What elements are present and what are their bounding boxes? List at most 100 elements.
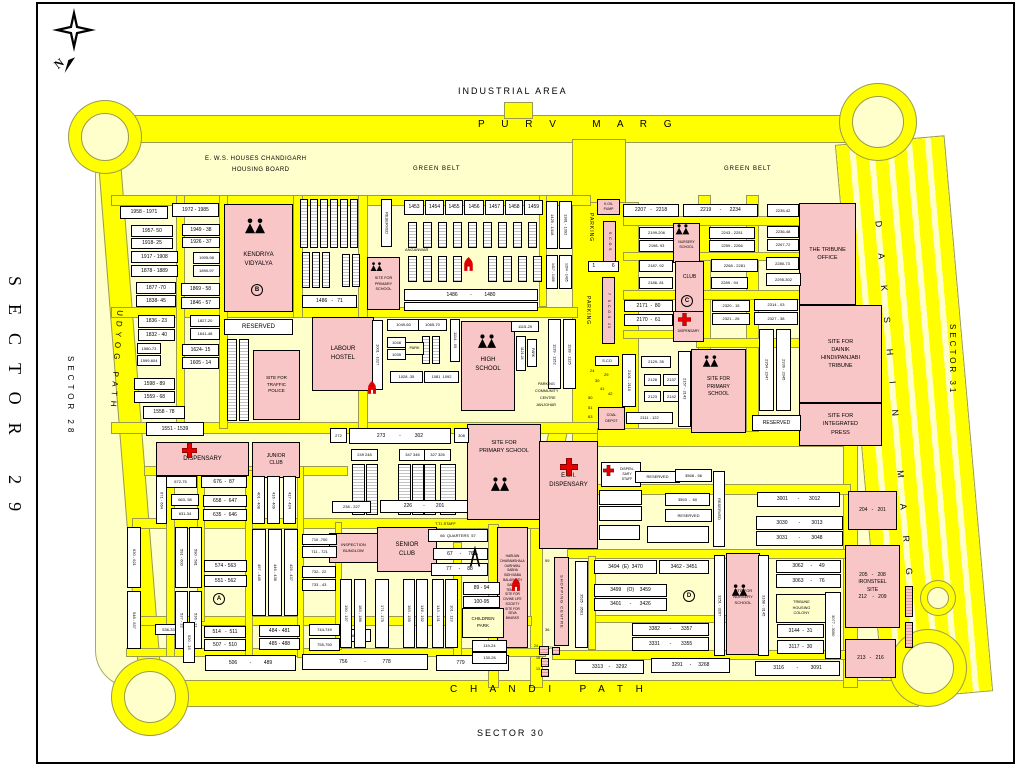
bay-strip [539,646,549,655]
plot-box: 3030 - 3013 [756,516,843,530]
site-label: SITE FOR [505,592,520,597]
bay-strip [905,622,913,648]
plot-box: RESERVED [224,319,293,335]
plot-box: S.CO [595,356,619,366]
map-label: PARKING [584,296,591,326]
plot-box: 1599-604 [137,355,161,366]
site-label: BHARATI [505,616,520,621]
map-label: GREEN BELT [413,166,461,172]
plot-box-vertical: 520 - 15 [183,622,195,663]
plot-box-vertical: 590 - 581 [189,527,202,588]
plot-box: 732- 22 [302,566,336,578]
plot-box: 249 248 [351,449,378,461]
plot-box: 1039 [387,349,406,360]
house-strip [468,222,477,248]
road-segment [699,196,710,431]
house-strip [528,222,537,248]
bay-strip [552,647,560,655]
plot-box: 3382 - 3357 [632,623,709,636]
plot-box: 1890-97 [193,265,220,277]
house-strip [453,222,462,248]
house-strip [300,199,308,248]
plot-box-vertical: 2354 - 2347 [759,329,774,411]
site-label: STAFF [621,477,633,482]
plot-box-vertical: 146 - 152 [416,579,428,648]
map-label: 51 [588,405,593,410]
road-segment [168,681,918,706]
road-segment [95,116,887,142]
plot-box: 2243 - 2251 [709,227,755,239]
plot-box: 2267-72 [767,239,799,251]
site-label: TRIBUNE [793,599,810,604]
plot-box-vertical: 401 - 408 [252,476,265,524]
plot-box-vertical: 183 - 186 [354,579,366,648]
empty-plot-box [599,490,642,505]
school-icon [244,218,266,235]
road-segment [558,485,850,494]
site-label: E.S.I. [561,473,576,479]
site-label: GARHWAL [504,563,521,568]
house-strip [312,252,320,288]
derrick-icon [468,545,482,567]
temple-icon [462,257,475,272]
plot-box: 676 - 87 [201,476,247,488]
site-label: DIVINE LIFE [503,597,522,602]
school-icon [370,262,383,272]
plot-box: 2236-48 [767,226,799,238]
circled-letter-c: C [681,295,693,307]
plot-box: 327 326 [424,449,451,461]
plot-box-vertical: 1121-24 [516,336,526,371]
plot-box: 485 - 488 [259,638,300,650]
site-label: SITE FOR [827,413,854,420]
plot-box: RESERVED [635,471,680,483]
house-strip [498,222,507,248]
road-segment [624,253,800,260]
house-strip [352,254,360,287]
plot-box-vertical: 425 - 437 [284,529,298,616]
plot-box: 2170 - 61 [624,314,673,326]
plot-box: 733 - 43 [302,579,336,591]
plot-box: 2289 - 94 [711,277,748,289]
site-label: CLUB [269,460,283,466]
house-strip [423,222,432,248]
plot-box-vertical: 3251 - 3267 [714,555,725,656]
map-label: 36 [545,627,550,632]
plot-box: 1869 - 58 [181,283,220,296]
site-label: BUNGLOW [343,548,364,553]
plot-box: 1949 - 38 [182,224,220,236]
roundabout-center [927,587,949,609]
site-label: SCHOOL [475,366,501,372]
house-strip [322,252,330,288]
plot-box: 507 - 510 [204,639,246,651]
road-segment [624,291,800,299]
site-label: CLUB [398,550,415,557]
site-label: 204 - 201 [859,506,886,513]
plot-box: 1454 [425,200,444,215]
house-strip [438,256,447,282]
plot-box-vertical: 3525 - 3501 [575,561,588,648]
plot-box-vertical: 2157 - 2143 [678,351,691,427]
site-213-216: 213 - 216 [845,639,896,678]
plot-box-vertical: 171 - 175 [375,579,389,648]
plot-box: 1624- 15 [182,344,219,356]
site-label: DHARAMSHALA [500,558,525,563]
house-strip [518,256,527,282]
site-label: SITE FOR [733,588,753,593]
plot-box: 130-26 [472,652,507,664]
compass-icon: N [50,6,98,82]
plot-box: 1877 -70 [136,282,176,294]
plot-box: 1836 - 23 [138,315,175,328]
site-204-201: 204 - 201 [848,491,897,530]
road-segment [592,616,733,622]
label-purv-marg: P U R V M A R G [478,119,679,130]
empty-plot-box [404,302,538,311]
site-label: HOUSING [792,605,811,610]
plot-box: 1459 [524,200,543,215]
site-label: TRIBUNE [828,363,853,370]
map-label: 29 [604,372,609,377]
plot-box-vertical: RESERVED [713,471,725,547]
